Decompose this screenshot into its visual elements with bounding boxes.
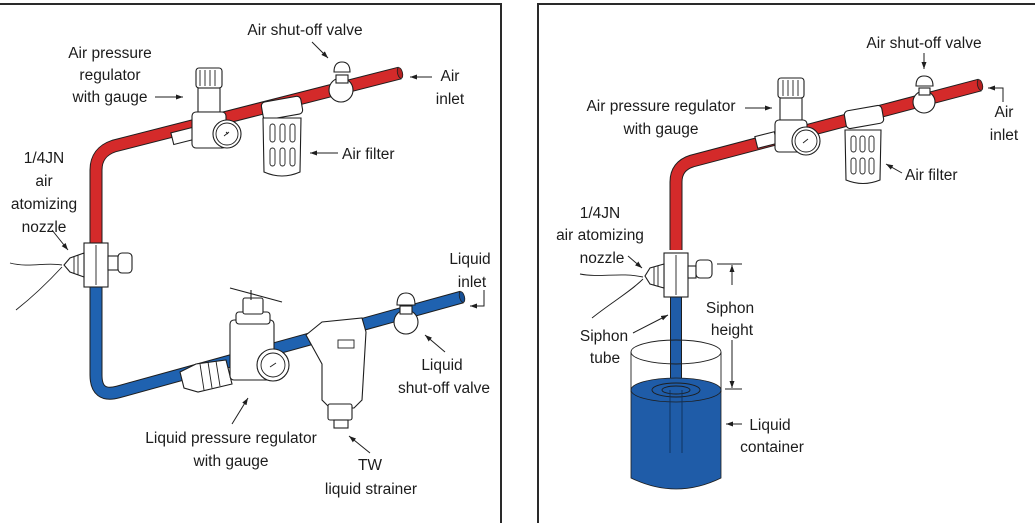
label-nozzle-4: nozzle: [22, 219, 67, 236]
diagram-canvas: Air shut-off valve Air pressure regulato…: [9, 22, 1019, 498]
label-air-regulator-1: Air pressure: [68, 45, 152, 62]
label-air-inlet-right-2: inlet: [990, 127, 1019, 144]
liquid-strainer: [305, 317, 367, 429]
right-labels: Air shut-off valve Air pressure regulato…: [556, 35, 1019, 456]
label-air-regulator-right-1: Air pressure regulator: [586, 98, 735, 115]
left-diagram: Air shut-off valve Air pressure regulato…: [9, 22, 491, 498]
label-air-regulator-2: regulator: [79, 67, 140, 84]
label-strainer-1: TW: [358, 457, 382, 474]
left-leader-lines: [51, 41, 485, 454]
label-liquid-inlet-1: Liquid: [449, 251, 490, 268]
label-air-filter-right: Air filter: [905, 167, 958, 184]
label-air-shutoff-valve: Air shut-off valve: [247, 22, 362, 39]
air-shutoff-valve: [328, 61, 354, 103]
label-liquid-shutoff-1: Liquid: [421, 357, 462, 374]
label-siphon-height-1: Siphon: [706, 300, 754, 317]
label-air-inlet-2: inlet: [436, 91, 465, 108]
air-filter: [260, 95, 304, 177]
label-nozzle-3: atomizing: [11, 196, 77, 213]
label-liquid-shutoff-2: shut-off valve: [398, 380, 490, 397]
right-leader-lines: [627, 53, 1004, 427]
label-liquid-container-2: container: [740, 439, 804, 456]
label-liquid-inlet-2: inlet: [458, 274, 487, 291]
liquid-pressure-regulator: [179, 287, 290, 393]
label-nozzle-right-2: air atomizing: [556, 227, 644, 244]
atomizing-nozzle-left: [9, 242, 133, 311]
label-liquid-regulator-2: with gauge: [193, 453, 269, 470]
label-siphon-height-2: height: [711, 322, 754, 339]
label-liquid-container-1: Liquid: [749, 417, 790, 434]
liquid-container: [630, 339, 722, 490]
label-air-inlet-1: Air: [441, 68, 460, 85]
label-siphon-tube-1: Siphon: [580, 328, 628, 345]
siphon-height-dimension: [717, 263, 742, 390]
label-nozzle-1: 1/4JN: [24, 150, 65, 167]
label-nozzle-right-1: 1/4JN: [580, 205, 621, 222]
label-strainer-2: liquid strainer: [325, 481, 417, 498]
liquid-pipe-left: [89, 285, 466, 400]
label-air-shutoff-valve-right: Air shut-off valve: [866, 35, 981, 52]
label-air-filter: Air filter: [342, 146, 395, 163]
siphon-tube: [670, 296, 682, 386]
air-shutoff-valve-right: [912, 75, 936, 114]
label-siphon-tube-2: tube: [590, 350, 620, 367]
label-air-inlet-right-1: Air: [995, 104, 1014, 121]
air-pressure-regulator: [170, 67, 242, 149]
label-nozzle-right-3: nozzle: [580, 250, 625, 267]
air-pipe-left: [89, 66, 404, 250]
liquid-shutoff-valve: [393, 292, 419, 335]
label-air-regulator-3: with gauge: [72, 89, 148, 106]
left-labels: Air shut-off valve Air pressure regulato…: [11, 22, 491, 498]
atomizing-nozzle-right: [579, 252, 713, 319]
label-liquid-regulator-1: Liquid pressure regulator: [145, 430, 316, 447]
label-nozzle-2: air: [35, 173, 52, 190]
right-diagram: Air shut-off valve Air pressure regulato…: [556, 35, 1019, 490]
label-air-regulator-right-2: with gauge: [623, 121, 699, 138]
air-filter-right: [843, 104, 885, 185]
air-pipe-right: [669, 78, 984, 250]
air-pressure-regulator-right: [754, 77, 821, 156]
